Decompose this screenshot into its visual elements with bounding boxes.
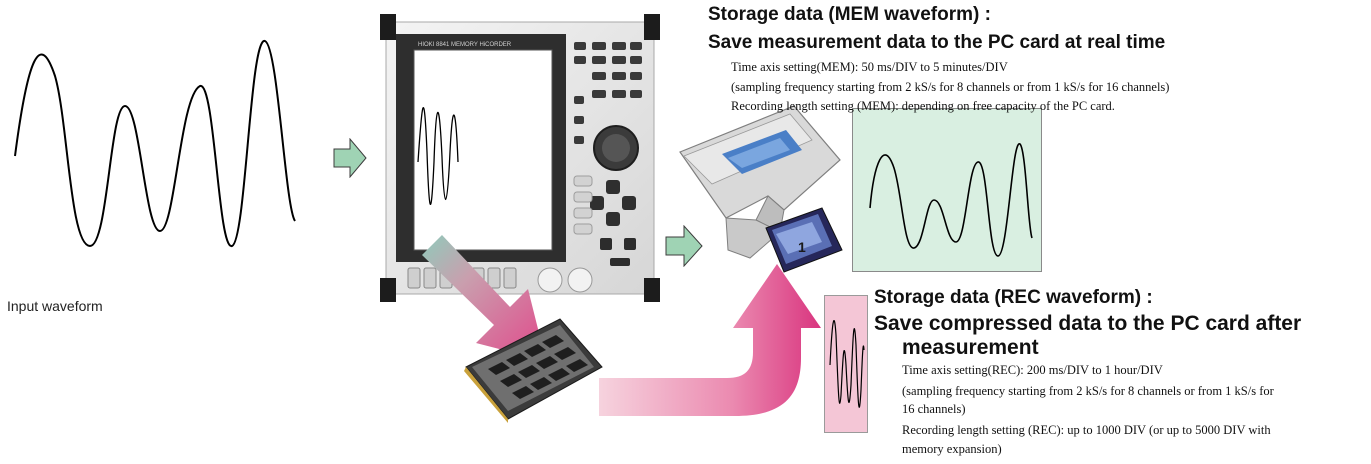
mem-detail-1: Time axis setting(MEM): 50 ms/DIV to 5 m… [731,60,1008,74]
rec-detail-4: Recording length setting (REC): up to 10… [902,423,1271,437]
recorder-device-icon: HIOKI 8841 MEMORY HiCORDER [380,14,660,302]
mem-subtitle: Save measurement data to the PC card at … [708,32,1166,53]
input-waveform-icon [14,39,296,248]
compact-flash-icon: 1 [765,207,843,273]
right-arrow-icon [333,138,367,178]
mem-detail-3: Recording length setting (MEM): dependin… [731,99,1115,113]
rec-subtitle-1: Save compressed data to the PC card afte… [874,312,1302,335]
rec-detail-2: (sampling frequency starting from 2 kS/s… [902,384,1274,398]
pc-card-icon: 1 [679,105,843,273]
svg-text:1: 1 [798,239,806,255]
down-arrow-icon [422,235,546,361]
rec-title: Storage data (REC waveform) : [874,287,1153,308]
input-waveform-label: Input waveform [7,298,103,314]
rec-waveform-panel [824,295,868,433]
rec-detail-3: 16 channels) [902,402,966,416]
mem-detail-2: (sampling frequency starting from 2 kS/s… [731,80,1170,94]
mem-title: Storage data (MEM waveform) : [708,4,991,25]
rec-detail-1: Time axis setting(REC): 200 ms/DIV to 1 … [902,363,1163,377]
device-brand-text: HIOKI 8841 MEMORY HiCORDER [418,42,512,48]
right-arrow-icon [665,225,703,267]
mem-waveform-panel [852,108,1042,272]
rec-detail-5: memory expansion) [902,442,1002,456]
memory-board-icon [464,318,603,423]
curved-arrow-icon [599,264,821,416]
rec-subtitle-2: measurement [902,336,1039,359]
